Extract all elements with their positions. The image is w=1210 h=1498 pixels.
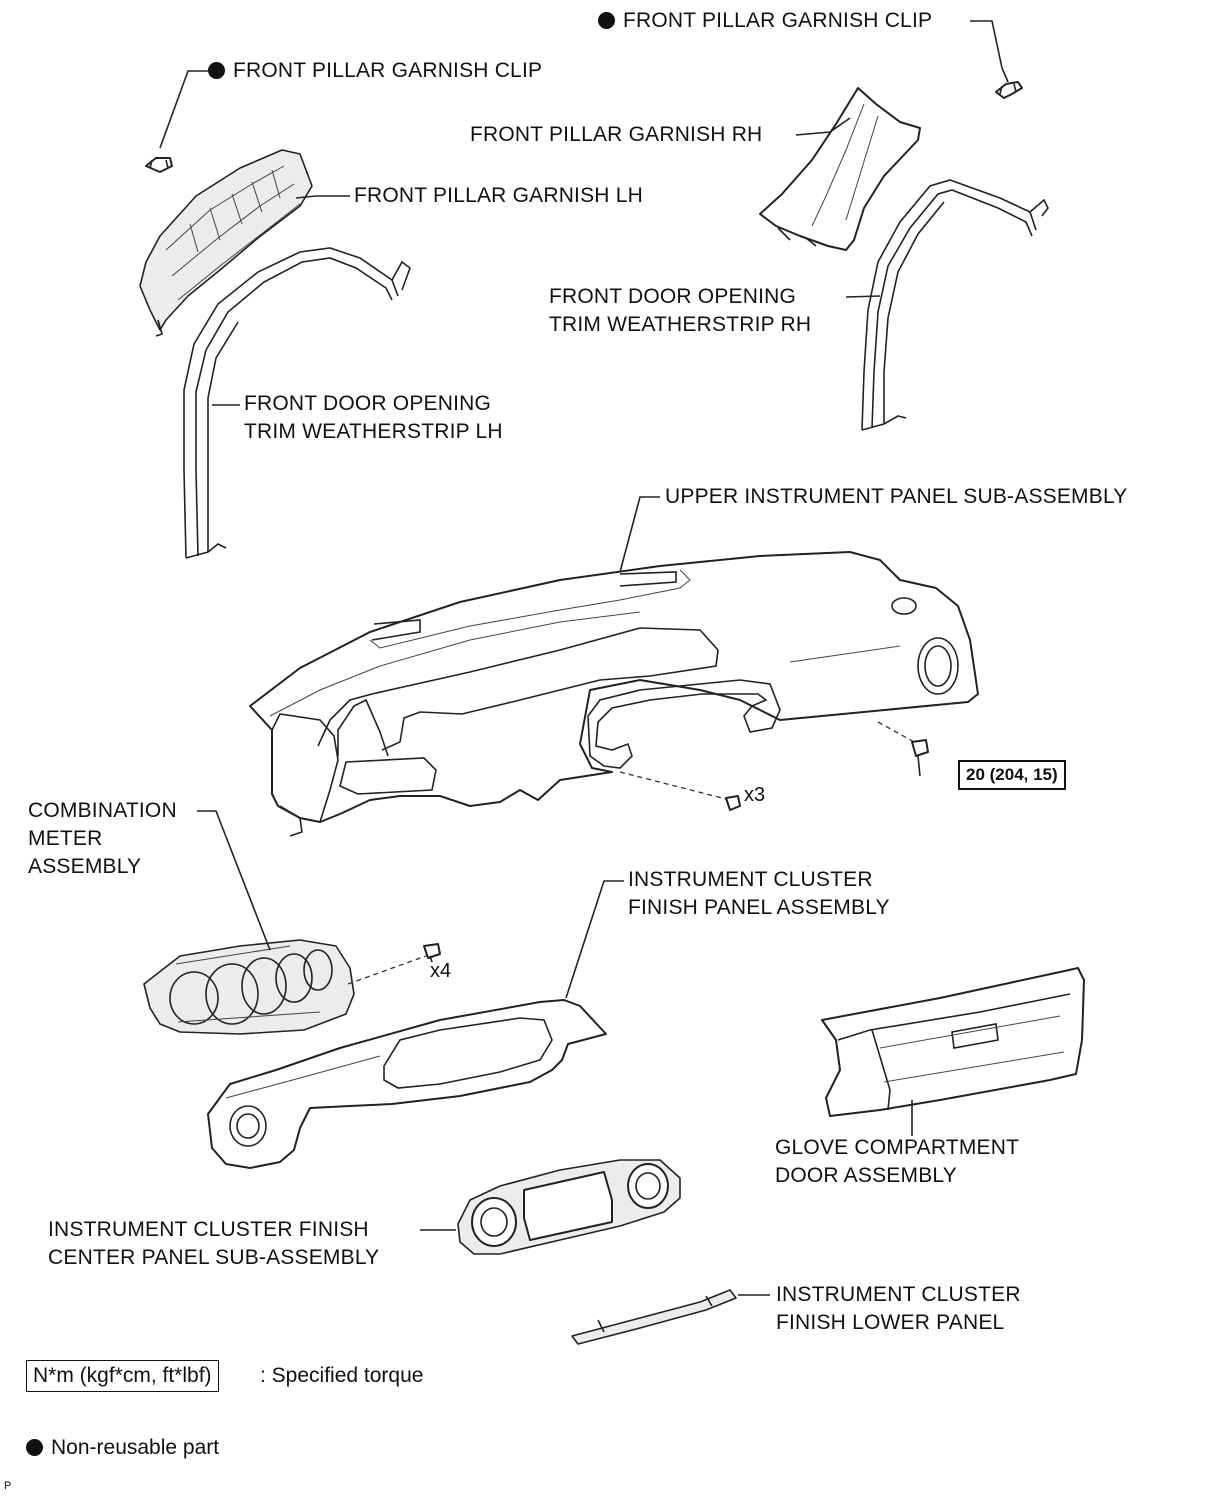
pillar-clip-rh	[995, 81, 1023, 99]
label-meter-line2: METER	[28, 827, 103, 850]
nonreusable-dot-icon	[598, 12, 615, 29]
label-clip-rh: FRONT PILLAR GARNISH CLIP	[598, 7, 932, 35]
torque-spec-box: 20 (204, 15)	[958, 760, 1066, 790]
upper-screws-quantity: x3	[744, 784, 766, 806]
label-weatherstrip-rh-line2: TRIM WEATHERSTRIP RH	[549, 313, 812, 336]
label-clip-lh: FRONT PILLAR GARNISH CLIP	[208, 57, 542, 85]
combination-meter	[143, 939, 441, 1035]
label-lower-line2: FINISH LOWER PANEL	[776, 1311, 1005, 1334]
label-center-line2: CENTER PANEL SUB-ASSEMBLY	[48, 1246, 380, 1269]
legend-nonreusable-text: Non-reusable part	[51, 1436, 220, 1459]
upper-instrument-panel	[249, 551, 979, 837]
glove-compartment-door	[821, 967, 1085, 1117]
label-weatherstrip-lh-line1: FRONT DOOR OPENING	[244, 392, 492, 415]
pillar-garnish-lh	[139, 149, 313, 337]
instrument-cluster-center-panel	[457, 1159, 681, 1255]
legend-nonreusable: Non-reusable part	[26, 1434, 219, 1462]
nonreusable-dot-icon	[208, 62, 225, 79]
pillar-clip-lh	[145, 157, 173, 173]
instrument-cluster-lower-panel	[571, 1289, 737, 1345]
label-glove-line1: GLOVE COMPARTMENT	[775, 1136, 1020, 1159]
nonreusable-dot-icon	[26, 1439, 43, 1456]
label-garnish-lh: FRONT PILLAR GARNISH LH	[354, 184, 643, 207]
label-lower-line1: INSTRUMENT CLUSTER	[776, 1283, 1021, 1306]
legend-torque-text: : Specified torque	[260, 1364, 424, 1387]
label-weatherstrip-rh-line1: FRONT DOOR OPENING	[549, 285, 797, 308]
label-center-line1: INSTRUMENT CLUSTER FINISH	[48, 1218, 369, 1241]
label-clip-lh-text: FRONT PILLAR GARNISH CLIP	[233, 59, 543, 82]
label-meter-line3: ASSEMBLY	[28, 855, 142, 878]
label-garnish-rh: FRONT PILLAR GARNISH RH	[470, 123, 763, 146]
meter-screws-quantity: x4	[430, 960, 452, 982]
instrument-cluster-finish-panel	[207, 999, 607, 1169]
corner-mark: P	[4, 1480, 12, 1492]
weatherstrip-lh	[183, 247, 411, 559]
upper-panel-screws	[619, 721, 929, 811]
label-upper-panel: UPPER INSTRUMENT PANEL SUB-ASSEMBLY	[665, 485, 1128, 508]
weatherstrip-rh	[861, 179, 1049, 431]
label-clip-rh-text: FRONT PILLAR GARNISH CLIP	[623, 9, 933, 32]
label-weatherstrip-lh-line2: TRIM WEATHERSTRIP LH	[244, 420, 503, 443]
leader-lines	[159, 20, 1009, 1296]
label-cluster-line2: FINISH PANEL ASSEMBLY	[628, 896, 890, 919]
label-meter-line1: COMBINATION	[28, 799, 177, 822]
legend-torque-unit-box: N*m (kgf*cm, ft*lbf)	[26, 1360, 219, 1392]
label-glove-line2: DOOR ASSEMBLY	[775, 1164, 957, 1187]
label-cluster-line1: INSTRUMENT CLUSTER	[628, 868, 873, 891]
pillar-garnish-rh	[759, 87, 921, 251]
